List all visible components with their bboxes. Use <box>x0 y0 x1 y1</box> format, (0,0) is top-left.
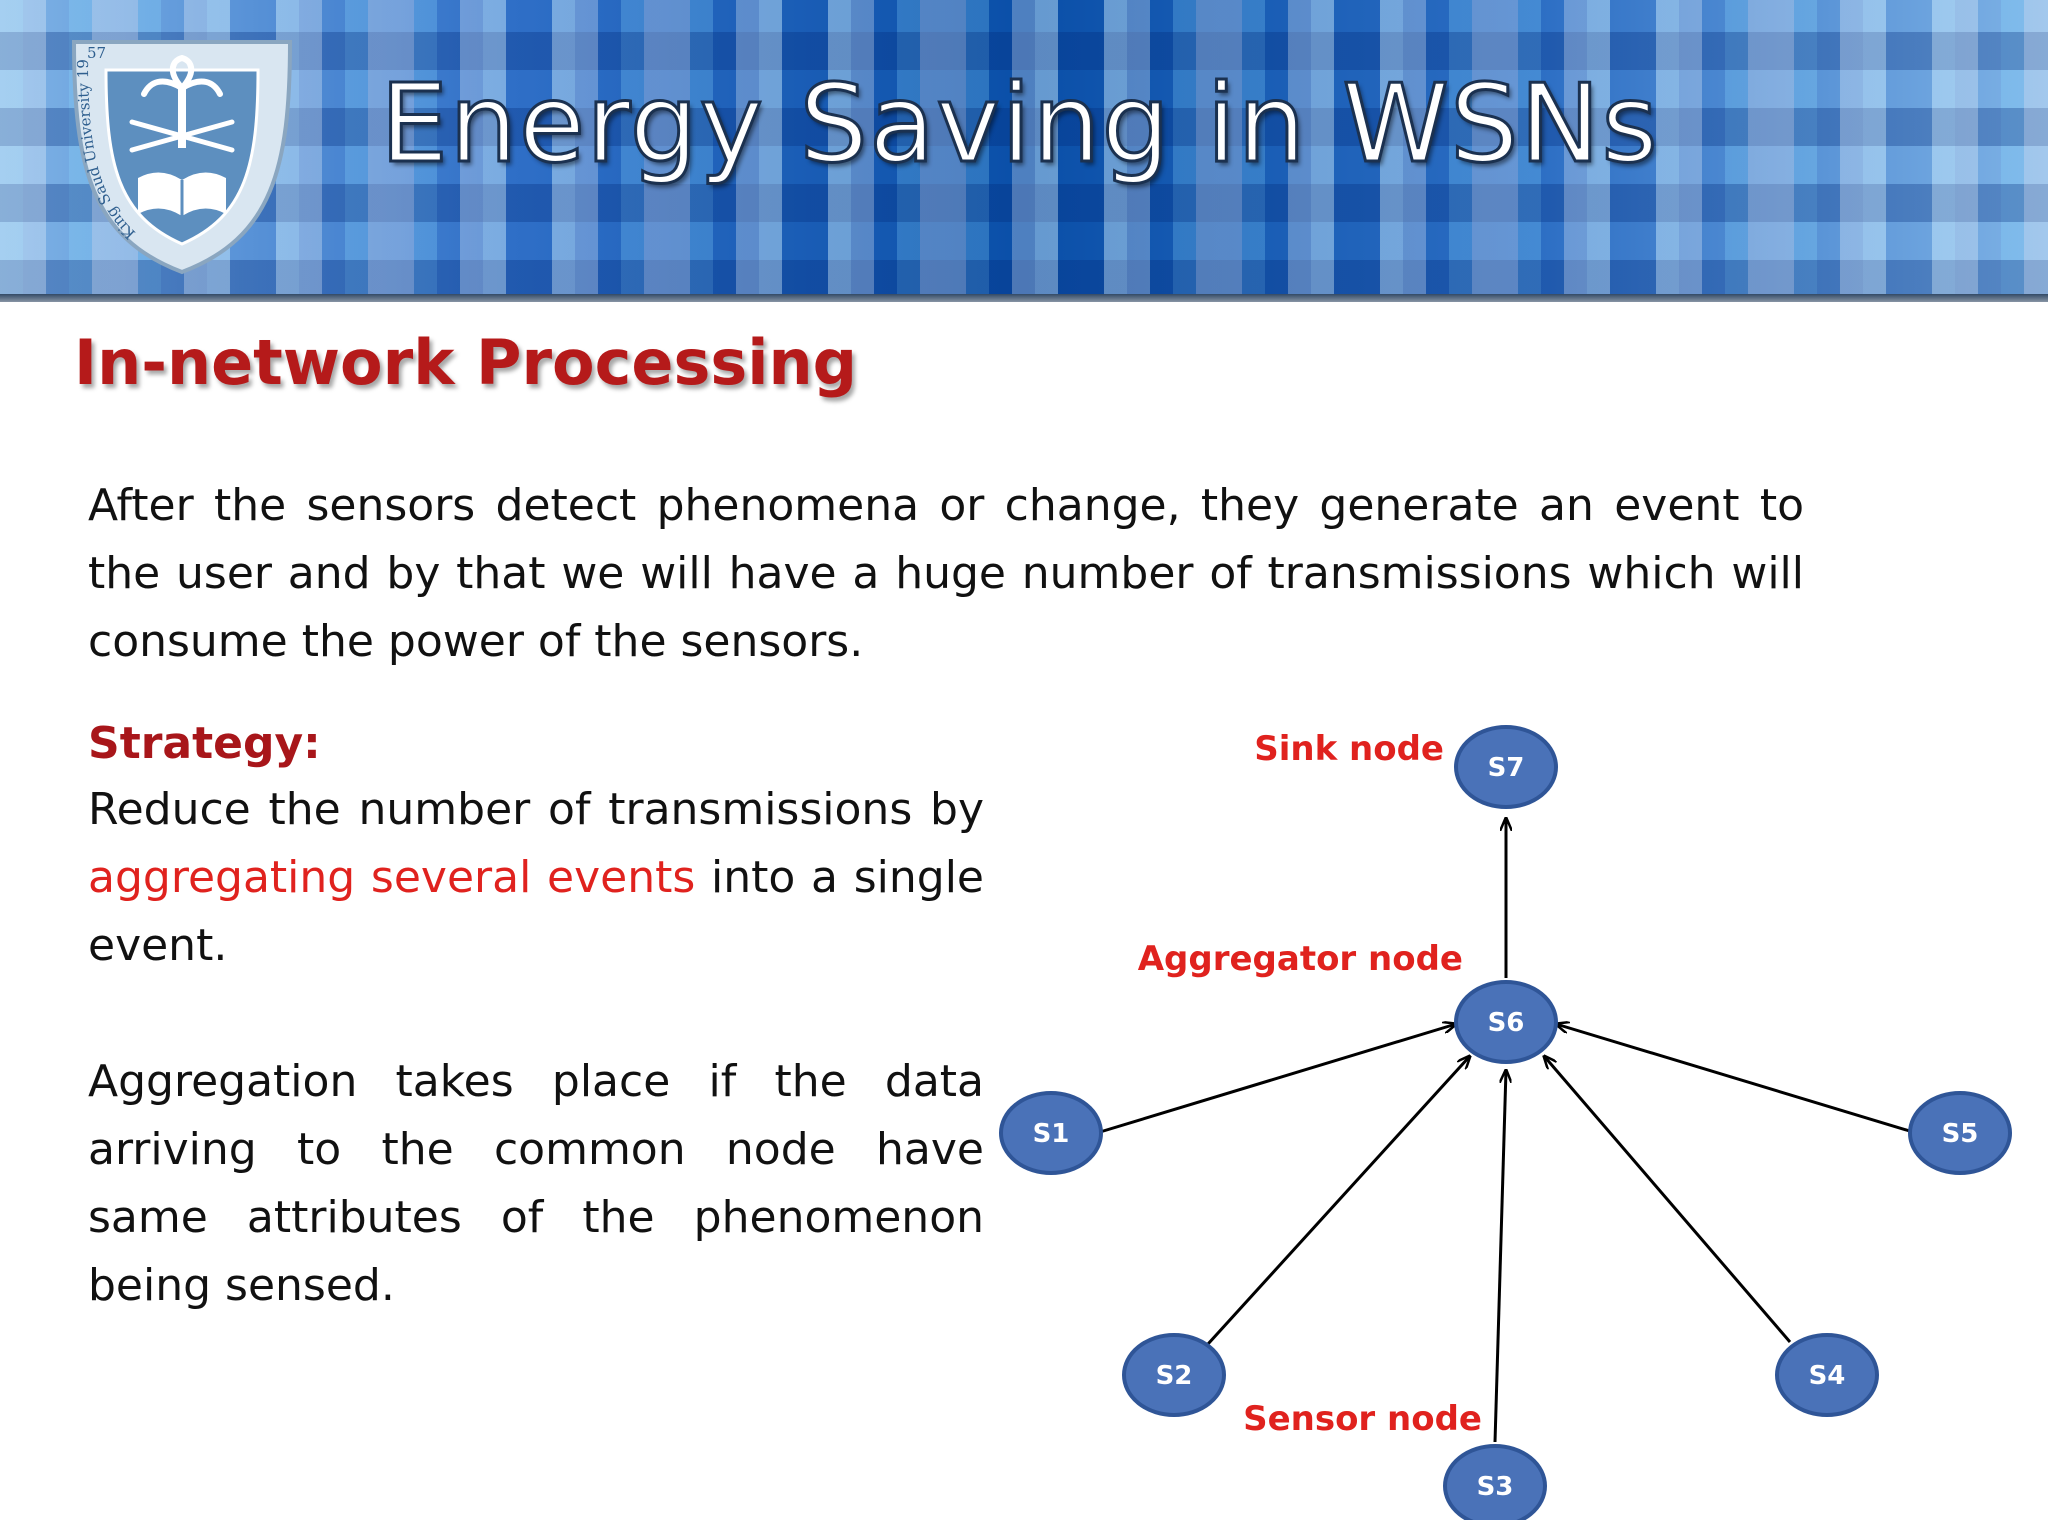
edge-s5-s6 <box>1556 1024 1914 1134</box>
node-s4-label: S4 <box>1809 1361 1846 1391</box>
university-logo: King Saud University 1957 <box>71 40 293 275</box>
node-s3: S3 <box>1443 1444 1547 1520</box>
node-s6: S6 <box>1454 980 1558 1064</box>
node-s2-label: S2 <box>1156 1361 1193 1391</box>
header-banner: King Saud University 1957 Energy Saving … <box>0 0 2048 298</box>
node-s5: S5 <box>1908 1091 2012 1175</box>
strategy-text-before: Reduce the number of transmissions by <box>88 784 984 835</box>
edge-s4-s6 <box>1544 1056 1792 1343</box>
node-s6-label: S6 <box>1488 1008 1525 1038</box>
banner-mosaic-background <box>0 0 2048 298</box>
node-s1-label: S1 <box>1033 1119 1070 1149</box>
strategy-paragraph: Reduce the number of transmissions by ag… <box>88 776 984 980</box>
sensor-node-label: Sensor node <box>1243 1399 1482 1439</box>
node-s4: S4 <box>1775 1333 1879 1417</box>
header-divider <box>0 294 2048 302</box>
node-s3-label: S3 <box>1477 1472 1514 1502</box>
aggregation-paragraph: Aggregation takes place if the data arri… <box>88 1056 984 1311</box>
strategy-highlight: aggregating several events <box>88 852 696 903</box>
intro-paragraph: After the sensors detect phenomena or ch… <box>88 480 1804 667</box>
aggregator-node-label: Aggregator node <box>1138 939 1463 979</box>
edge-s2-s6 <box>1206 1056 1470 1346</box>
edge-s1-s6 <box>1099 1024 1456 1134</box>
node-s7-label: S7 <box>1488 753 1525 783</box>
node-s1: S1 <box>999 1091 1103 1175</box>
aggregation-tree-diagram: S7 S6 S1 S5 S2 S4 S3 Sink node Aggregato… <box>999 725 2012 1520</box>
slide-title: Energy Saving in WSNs <box>379 61 1660 189</box>
node-s5-label: S5 <box>1942 1119 1979 1149</box>
strategy-label: Strategy: <box>88 718 321 769</box>
edge-s3-s6 <box>1493 1070 1506 1443</box>
node-s2: S2 <box>1122 1333 1226 1417</box>
section-heading: In-network Processing <box>74 326 858 399</box>
node-s7: S7 <box>1454 725 1558 809</box>
strategy-text-after: into a single event. <box>88 852 985 971</box>
sink-node-label: Sink node <box>1254 729 1444 769</box>
strategy-column: Strategy: Reduce the number of transmiss… <box>88 712 984 1320</box>
